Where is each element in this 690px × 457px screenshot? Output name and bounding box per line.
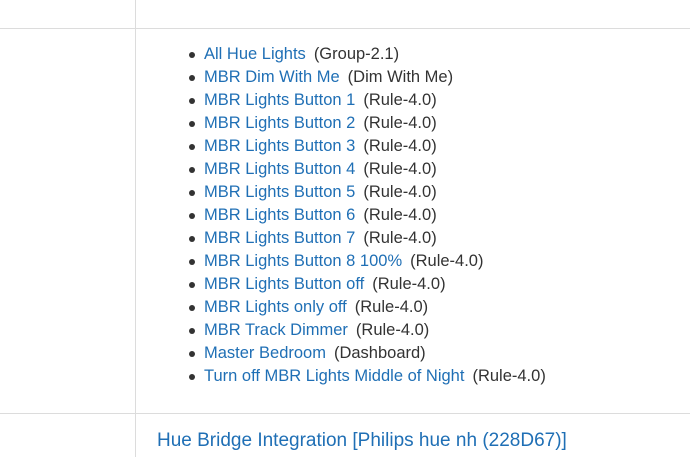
app-link[interactable]: MBR Lights Button 2 xyxy=(204,114,356,132)
bullet-icon xyxy=(189,144,195,150)
bullet-icon xyxy=(189,282,195,288)
app-link[interactable]: MBR Lights Button 1 xyxy=(204,91,356,109)
app-link[interactable]: Turn off MBR Lights Middle of Night xyxy=(204,367,465,385)
hue-bridge-integration-link[interactable]: Hue Bridge Integration [Philips hue nh (… xyxy=(157,430,567,451)
list-item: All Hue Lights (Group-2.1) xyxy=(189,43,546,66)
list-item: MBR Lights Button 5 (Rule-4.0) xyxy=(189,181,546,204)
app-type-label: (Rule-4.0) xyxy=(363,114,437,132)
list-item: MBR Lights Button 6 (Rule-4.0) xyxy=(189,204,546,227)
app-link[interactable]: MBR Lights only off xyxy=(204,298,347,316)
app-link[interactable]: MBR Lights Button off xyxy=(204,275,365,293)
in-use-by-app-list: All Hue Lights (Group-2.1) MBR Dim With Me… xyxy=(158,43,546,388)
list-item: MBR Lights only off (Rule-4.0) xyxy=(189,296,546,319)
app-link[interactable]: MBR Lights Button 4 xyxy=(204,160,356,178)
app-link[interactable]: MBR Dim With Me xyxy=(204,68,340,86)
bullet-icon xyxy=(189,98,195,104)
bullet-icon xyxy=(189,328,195,334)
list-item: MBR Lights Button off (Rule-4.0) xyxy=(189,273,546,296)
app-type-label: (Dim With Me) xyxy=(347,68,454,86)
list-item: MBR Lights Button 8 100% (Rule-4.0) xyxy=(189,250,546,273)
list-item: Turn off MBR Lights Middle of Night (Rule… xyxy=(189,365,546,388)
list-item: MBR Lights Button 7 (Rule-4.0) xyxy=(189,227,546,250)
bullet-icon xyxy=(189,259,195,265)
app-link[interactable]: MBR Lights Button 7 xyxy=(204,229,356,247)
app-link[interactable]: MBR Lights Button 5 xyxy=(204,183,356,201)
list-item: MBR Lights Button 1 (Rule-4.0) xyxy=(189,89,546,112)
app-type-label: (Rule-4.0) xyxy=(355,321,430,339)
bullet-icon xyxy=(189,374,195,380)
app-link[interactable]: MBR Lights Button 6 xyxy=(204,206,356,224)
bullet-icon xyxy=(189,121,195,127)
app-type-label: (Dashboard) xyxy=(333,344,426,362)
app-type-label: (Rule-4.0) xyxy=(363,183,437,201)
app-link[interactable]: All Hue Lights xyxy=(204,45,306,63)
app-link[interactable]: MBR Track Dimmer xyxy=(204,321,348,339)
app-type-label: (Rule-4.0) xyxy=(363,229,437,247)
app-type-label: (Rule-4.0) xyxy=(372,275,446,293)
list-item: MBR Lights Button 2 (Rule-4.0) xyxy=(189,112,546,135)
list-item: MBR Lights Button 4 (Rule-4.0) xyxy=(189,158,546,181)
list-item: MBR Lights Button 3 (Rule-4.0) xyxy=(189,135,546,158)
app-type-label: (Rule-4.0) xyxy=(363,206,437,224)
bullet-icon xyxy=(189,305,195,311)
bullet-icon xyxy=(189,236,195,242)
app-type-label: (Rule-4.0) xyxy=(363,91,437,109)
app-type-label: (Rule-4.0) xyxy=(363,137,437,155)
list-item: MBR Dim With Me (Dim With Me) xyxy=(189,66,546,89)
row-divider-bottom xyxy=(0,413,690,414)
bullet-icon xyxy=(189,167,195,173)
app-link[interactable]: Master Bedroom xyxy=(204,344,326,362)
list-item: Master Bedroom (Dashboard) xyxy=(189,342,546,365)
app-type-label: (Rule-4.0) xyxy=(363,160,437,178)
list-item: MBR Track Dimmer (Rule-4.0) xyxy=(189,319,546,342)
bullet-icon xyxy=(189,351,195,357)
app-type-label: (Rule-4.0) xyxy=(472,367,546,385)
bullet-icon xyxy=(189,75,195,81)
app-type-label: (Group-2.1) xyxy=(313,45,400,63)
bullet-icon xyxy=(189,190,195,196)
app-link[interactable]: MBR Lights Button 8 100% xyxy=(204,252,403,270)
bullet-icon xyxy=(189,52,195,58)
app-type-label: (Rule-4.0) xyxy=(354,298,429,316)
row-divider-top xyxy=(0,28,690,29)
bullet-icon xyxy=(189,213,195,219)
column-divider xyxy=(135,0,136,457)
app-link[interactable]: MBR Lights Button 3 xyxy=(204,137,356,155)
app-type-label: (Rule-4.0) xyxy=(410,252,484,270)
